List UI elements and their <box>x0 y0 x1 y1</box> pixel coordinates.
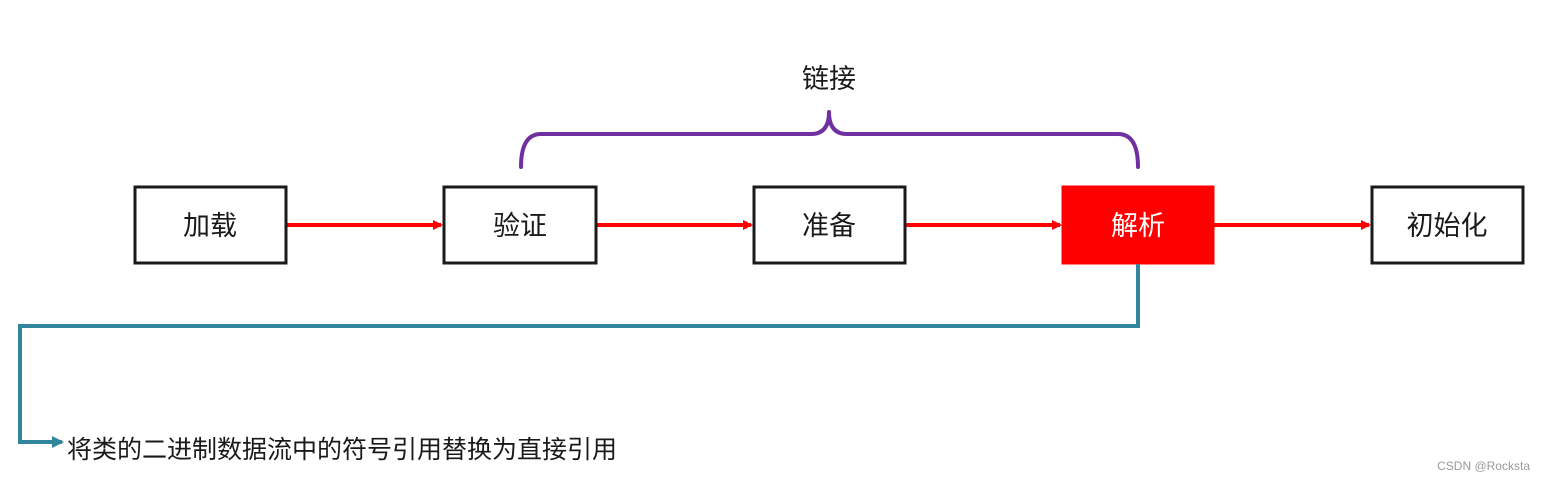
linking-brace <box>519 110 1140 169</box>
stage-load-label: 加载 <box>183 211 237 242</box>
linking-label: 链接 <box>802 64 856 95</box>
stage-prepare: 准备 <box>752 185 907 265</box>
stage-verify-label: 验证 <box>493 211 547 242</box>
watermark: CSDN @Rocksta <box>1437 459 1530 473</box>
stage-resolve-label: 解析 <box>1111 211 1165 242</box>
stage-initialize-label: 初始化 <box>1407 211 1488 242</box>
stage-load: 加载 <box>133 185 288 265</box>
stage-initialize: 初始化 <box>1370 185 1525 265</box>
stage-verify: 验证 <box>442 185 598 265</box>
resolve-note-connector <box>18 264 1140 448</box>
stage-prepare-label: 准备 <box>802 211 856 242</box>
stage-resolve: 解析 <box>1061 185 1215 265</box>
resolve-description: 将类的二进制数据流中的符号引用替换为直接引用 <box>67 435 617 464</box>
